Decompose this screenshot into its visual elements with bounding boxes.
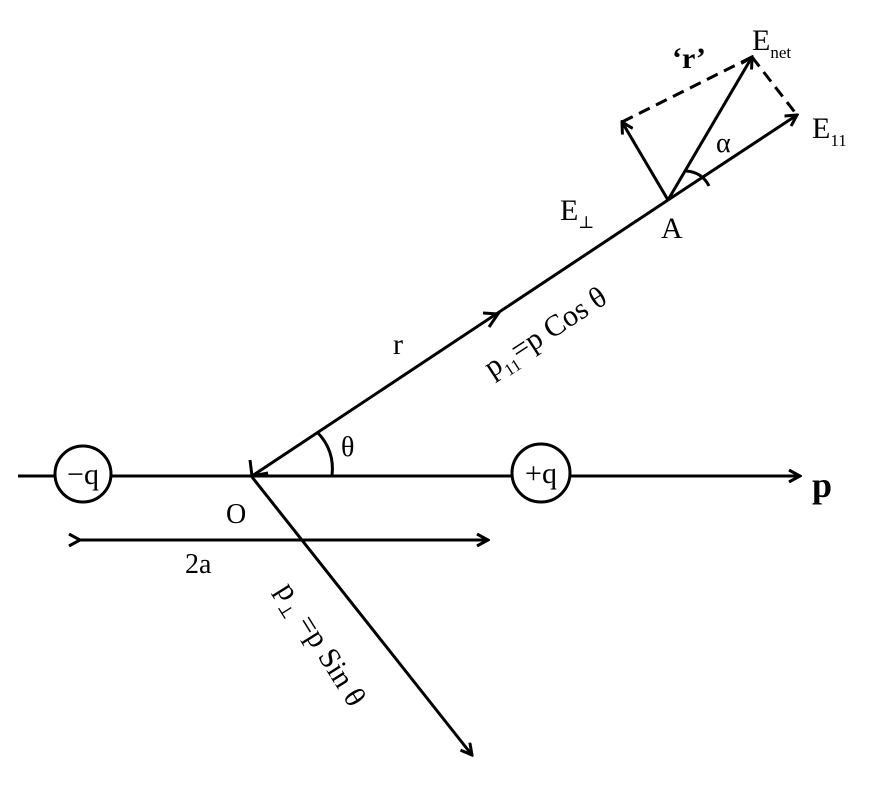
p-perp-expr: =p Sin θ	[286, 603, 372, 713]
position-vector-line	[251, 198, 669, 478]
positive-charge-label: +q	[525, 457, 557, 490]
e-perp-sub: ⊥	[578, 213, 594, 232]
alpha-arc	[685, 169, 711, 187]
theta-label: θ	[341, 432, 354, 463]
e-perp-main: E	[560, 194, 578, 227]
r-label: r	[393, 328, 403, 361]
dashed-line-right	[750, 56, 799, 116]
dashed-line-top	[621, 55, 753, 124]
negative-charge-label: −q	[67, 458, 99, 491]
e-net-label: Enet	[752, 24, 791, 62]
e-perp-vector-line	[622, 122, 670, 201]
p-parallel-expr: =p Cos θ	[504, 280, 613, 366]
dipole-moment-label: p	[812, 465, 832, 505]
e-net-main: E	[752, 24, 770, 57]
svg-text:p⊥ =p Sin θ: p⊥ =p Sin θ	[266, 576, 372, 715]
svg-text:p11=p Cos θ: p11=p Cos θ	[478, 280, 616, 388]
origin-label: O	[226, 499, 246, 530]
e-parallel-sub: 11	[830, 131, 846, 150]
theta-arc	[315, 430, 334, 477]
origin-arrowhead	[248, 459, 269, 478]
separation-label: 2a	[185, 549, 212, 580]
position-vector-arrowhead	[482, 311, 501, 328]
e-parallel-main: E	[812, 112, 830, 145]
e-parallel-vector-line	[667, 115, 797, 202]
point-a-label: A	[661, 212, 683, 245]
e-parallel-label: E11	[812, 112, 847, 150]
r-quoted-label: ‘r’	[672, 42, 706, 75]
p-perp-vector-line	[250, 476, 472, 755]
e-perp-label: E⊥	[560, 194, 594, 232]
p-parallel-group: p11=p Cos θ	[478, 280, 616, 388]
alpha-label: α	[716, 128, 731, 159]
p-perp-group: p⊥ =p Sin θ	[266, 576, 372, 715]
positive-charge-circle	[510, 442, 572, 504]
e-net-sub: net	[770, 43, 791, 62]
negative-charge-circle	[53, 444, 113, 504]
e-net-vector-line	[666, 57, 752, 201]
